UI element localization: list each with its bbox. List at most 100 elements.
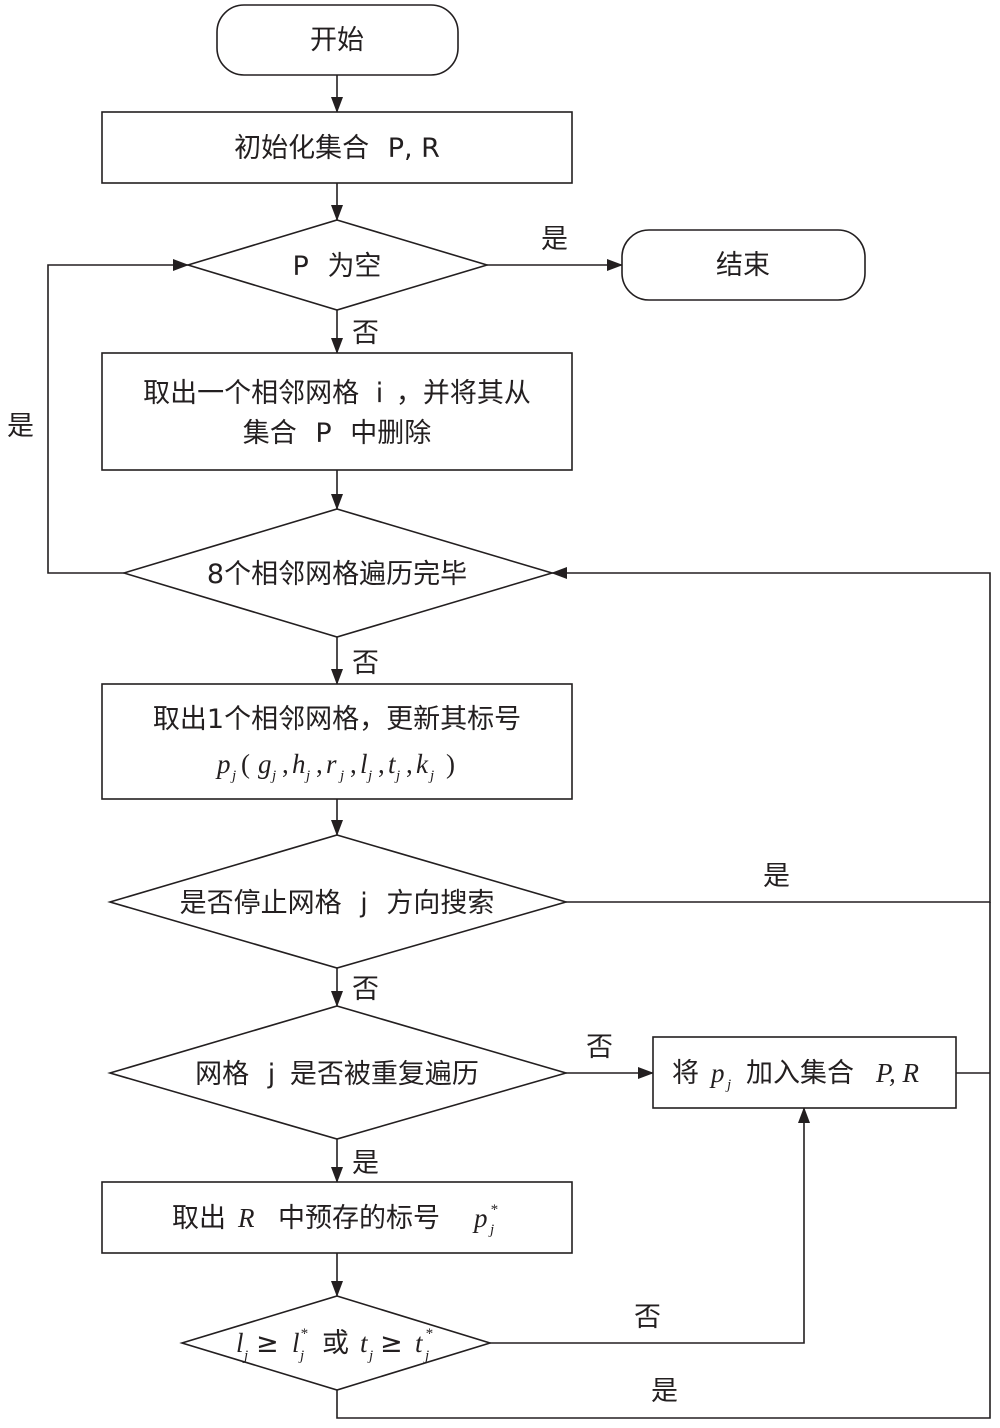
start-node: 开始 xyxy=(216,4,459,76)
take-neighbor-line2-pre: 集合 xyxy=(243,418,297,449)
formula-arg-k-sub: j xyxy=(428,768,434,784)
cond-repeat-pre: 网格 xyxy=(195,1059,249,1090)
start-text: 开始 xyxy=(310,25,364,56)
take-neighbor-line2-var: P xyxy=(315,418,331,449)
init-process: 初始化集合 P, R xyxy=(101,111,573,184)
formula-arg-t: t xyxy=(388,749,397,779)
formula-comma: , xyxy=(350,749,357,779)
formula-arg-t-sub: j xyxy=(394,768,400,784)
take-neighbor-line1-var: i xyxy=(376,378,384,409)
update-label-line1: 取出1个相邻网格，更新其标号 xyxy=(153,704,521,735)
cmp-t2-star: * xyxy=(425,1326,433,1342)
add-to-set-pre: 将 xyxy=(672,1058,699,1089)
label-no-traversed: 否 xyxy=(352,648,379,679)
formula-p-sub: j xyxy=(230,768,236,784)
cond-p-empty-text: 为空 xyxy=(327,251,381,282)
take-neighbor-process: 取出一个相邻网格 i ，并将其从 集合 P 中删除 xyxy=(101,352,573,471)
label-yes-compare: 是 xyxy=(651,1376,678,1407)
cmp-l1: l xyxy=(236,1328,244,1358)
cmp-ge1: ≥ xyxy=(256,1328,279,1359)
take-neighbor-line1-pre: 取出一个相邻网格 xyxy=(143,378,359,409)
cond-p-empty-var: P xyxy=(293,251,309,282)
add-to-set-vars: P, R xyxy=(875,1058,920,1088)
end-node: 结束 xyxy=(621,229,866,301)
cmp-l2: l xyxy=(292,1328,300,1358)
arrow-compare-no-to-add xyxy=(490,1107,810,1344)
take-r-post: 中预存的标号 xyxy=(278,1203,440,1234)
cmp-t2-sub: j xyxy=(423,1348,429,1364)
label-no-stop: 否 xyxy=(352,974,379,1005)
take-r-var: R xyxy=(237,1203,255,1233)
cond-traversed: 8个相邻网格遍历完毕 xyxy=(121,508,555,638)
take-r-p: p xyxy=(472,1203,488,1233)
cond-repeat: 网格 j 是否被重复遍历 xyxy=(107,1005,569,1140)
label-yes-p-empty: 是 xyxy=(541,224,568,255)
formula-arg-r-sub: j xyxy=(338,768,344,784)
formula-close-paren: ) xyxy=(446,749,455,779)
take-neighbor-line1-post: ，并将其从 xyxy=(396,378,531,409)
svg-text:初始化集合 P, R: 初始化集合 P, R xyxy=(234,133,440,164)
formula-arg-g: g xyxy=(258,749,272,779)
add-to-set-p-sub: j xyxy=(725,1077,731,1093)
label-no-repeat: 否 xyxy=(586,1032,613,1063)
cond-stop-pre: 是否停止网格 xyxy=(180,888,342,919)
arrow-compare-yes-loop xyxy=(336,902,991,1419)
init-vars: P, R xyxy=(388,133,440,164)
svg-text:集合 P 中删除: 集合 P 中删除 xyxy=(243,418,431,449)
take-r-pre: 取出 xyxy=(172,1203,226,1234)
cond-p-empty: P 为空 xyxy=(185,219,490,311)
svg-text:是否停止网格 j 方向搜索: 是否停止网格 j 方向搜索 xyxy=(180,888,495,919)
cmp-l2-sub: j xyxy=(298,1348,304,1364)
cond-repeat-var: j xyxy=(267,1059,276,1090)
formula-arg-r: r xyxy=(326,749,337,779)
label-yes-traversed: 是 xyxy=(7,411,34,442)
cond-stop-var: j xyxy=(359,888,368,919)
formula-arg-l-sub: j xyxy=(366,768,372,784)
formula-arg-l: l xyxy=(360,749,368,779)
end-text: 结束 xyxy=(716,250,770,281)
cmp-t1-sub: j xyxy=(367,1348,373,1364)
label-yes-stop: 是 xyxy=(763,861,790,892)
cmp-t2: t xyxy=(415,1328,424,1358)
connectors xyxy=(47,75,991,1419)
arrow-stop-yes-loop xyxy=(551,567,991,903)
cmp-or: 或 xyxy=(322,1328,349,1359)
add-to-set-process: 将 p j 加入集合 P, R xyxy=(652,1036,957,1109)
take-neighbor-line2-post: 中删除 xyxy=(350,418,431,449)
formula-arg-k: k xyxy=(416,749,429,779)
svg-text:网格 j 是否被重复遍历: 网格 j 是否被重复遍历 xyxy=(195,1059,479,1090)
cond-compare: l j ≥ l * j 或 t j ≥ t * j xyxy=(179,1295,493,1391)
formula-open-paren: ( xyxy=(241,749,250,779)
cmp-l1-sub: j xyxy=(242,1348,248,1364)
arrow-traversed-yes-loop xyxy=(47,259,189,574)
svg-text:P 为空: P 为空 xyxy=(293,251,382,282)
branch-labels: 是 否 是 否 是 否 否 是 否 是 xyxy=(7,224,790,1407)
cmp-l2-star: * xyxy=(300,1326,308,1342)
label-no-compare: 否 xyxy=(634,1302,661,1333)
cmp-ge2: ≥ xyxy=(380,1328,403,1359)
cond-stop-post: 方向搜索 xyxy=(386,888,494,919)
formula-comma: , xyxy=(282,749,289,779)
cond-stop: 是否停止网格 j 方向搜索 xyxy=(107,834,569,969)
cond-traversed-text: 8个相邻网格遍历完毕 xyxy=(207,559,467,590)
cond-repeat-post: 是否被重复遍历 xyxy=(290,1059,479,1090)
take-r-p-sub: j xyxy=(488,1222,494,1238)
label-yes-repeat: 是 xyxy=(352,1148,379,1179)
cmp-t1: t xyxy=(360,1328,369,1358)
label-no-p-empty: 否 xyxy=(352,318,379,349)
add-to-set-mid: 加入集合 xyxy=(746,1058,854,1089)
formula-p: p xyxy=(215,749,231,779)
formula-arg-g-sub: j xyxy=(270,768,276,784)
svg-text:取出一个相邻网格 i ，并将其从: 取出一个相邻网格 i ，并将其从 xyxy=(143,378,531,409)
take-r-p-star: * xyxy=(490,1202,498,1218)
formula-arg-h: h xyxy=(292,749,306,779)
formula-comma: , xyxy=(406,749,413,779)
formula-comma: , xyxy=(316,749,323,779)
take-r-process: 取出 R 中预存的标号 p * j xyxy=(101,1181,573,1254)
init-text: 初始化集合 xyxy=(234,133,369,164)
formula-comma: , xyxy=(378,749,385,779)
